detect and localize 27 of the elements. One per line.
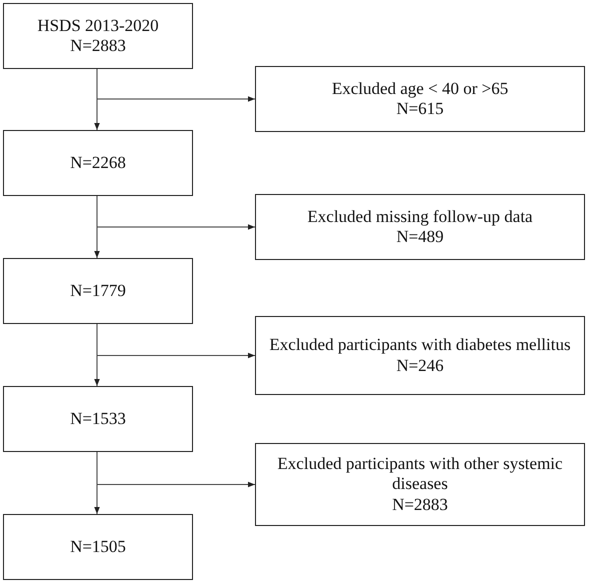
box-text: HSDS 2013-2020 [37,16,159,36]
exclusion-box [255,194,585,260]
process-box [3,3,193,69]
box-text: N=246 [396,356,444,376]
arrow [96,68,256,102]
box-text: N=2268 [70,152,126,174]
process-box [3,130,193,196]
box-text: Excluded participants with diabetes mellitus [269,335,571,356]
box-text: Excluded missing follow-up data [307,206,533,227]
exclusion-box [255,66,585,132]
box-text: N=2883 [70,36,126,56]
box-text: N=1779 [70,280,126,302]
process-box [3,386,193,452]
process-box [3,514,193,580]
arrow [96,324,256,358]
box-text: Excluded age < 40 or >65 [332,78,508,99]
process-box [3,258,193,324]
arrow [96,196,256,230]
exclusion-box [255,316,585,395]
exclusion-box [255,443,585,526]
box-text: Excluded participants with other systemic diseases [276,454,564,495]
box-text: N=615 [396,99,444,120]
box-text: N=1505 [70,536,126,558]
box-text: N=1533 [70,408,126,430]
box-text: N=489 [396,227,444,248]
arrow [96,452,256,488]
box-text: N=2883 [392,494,448,516]
